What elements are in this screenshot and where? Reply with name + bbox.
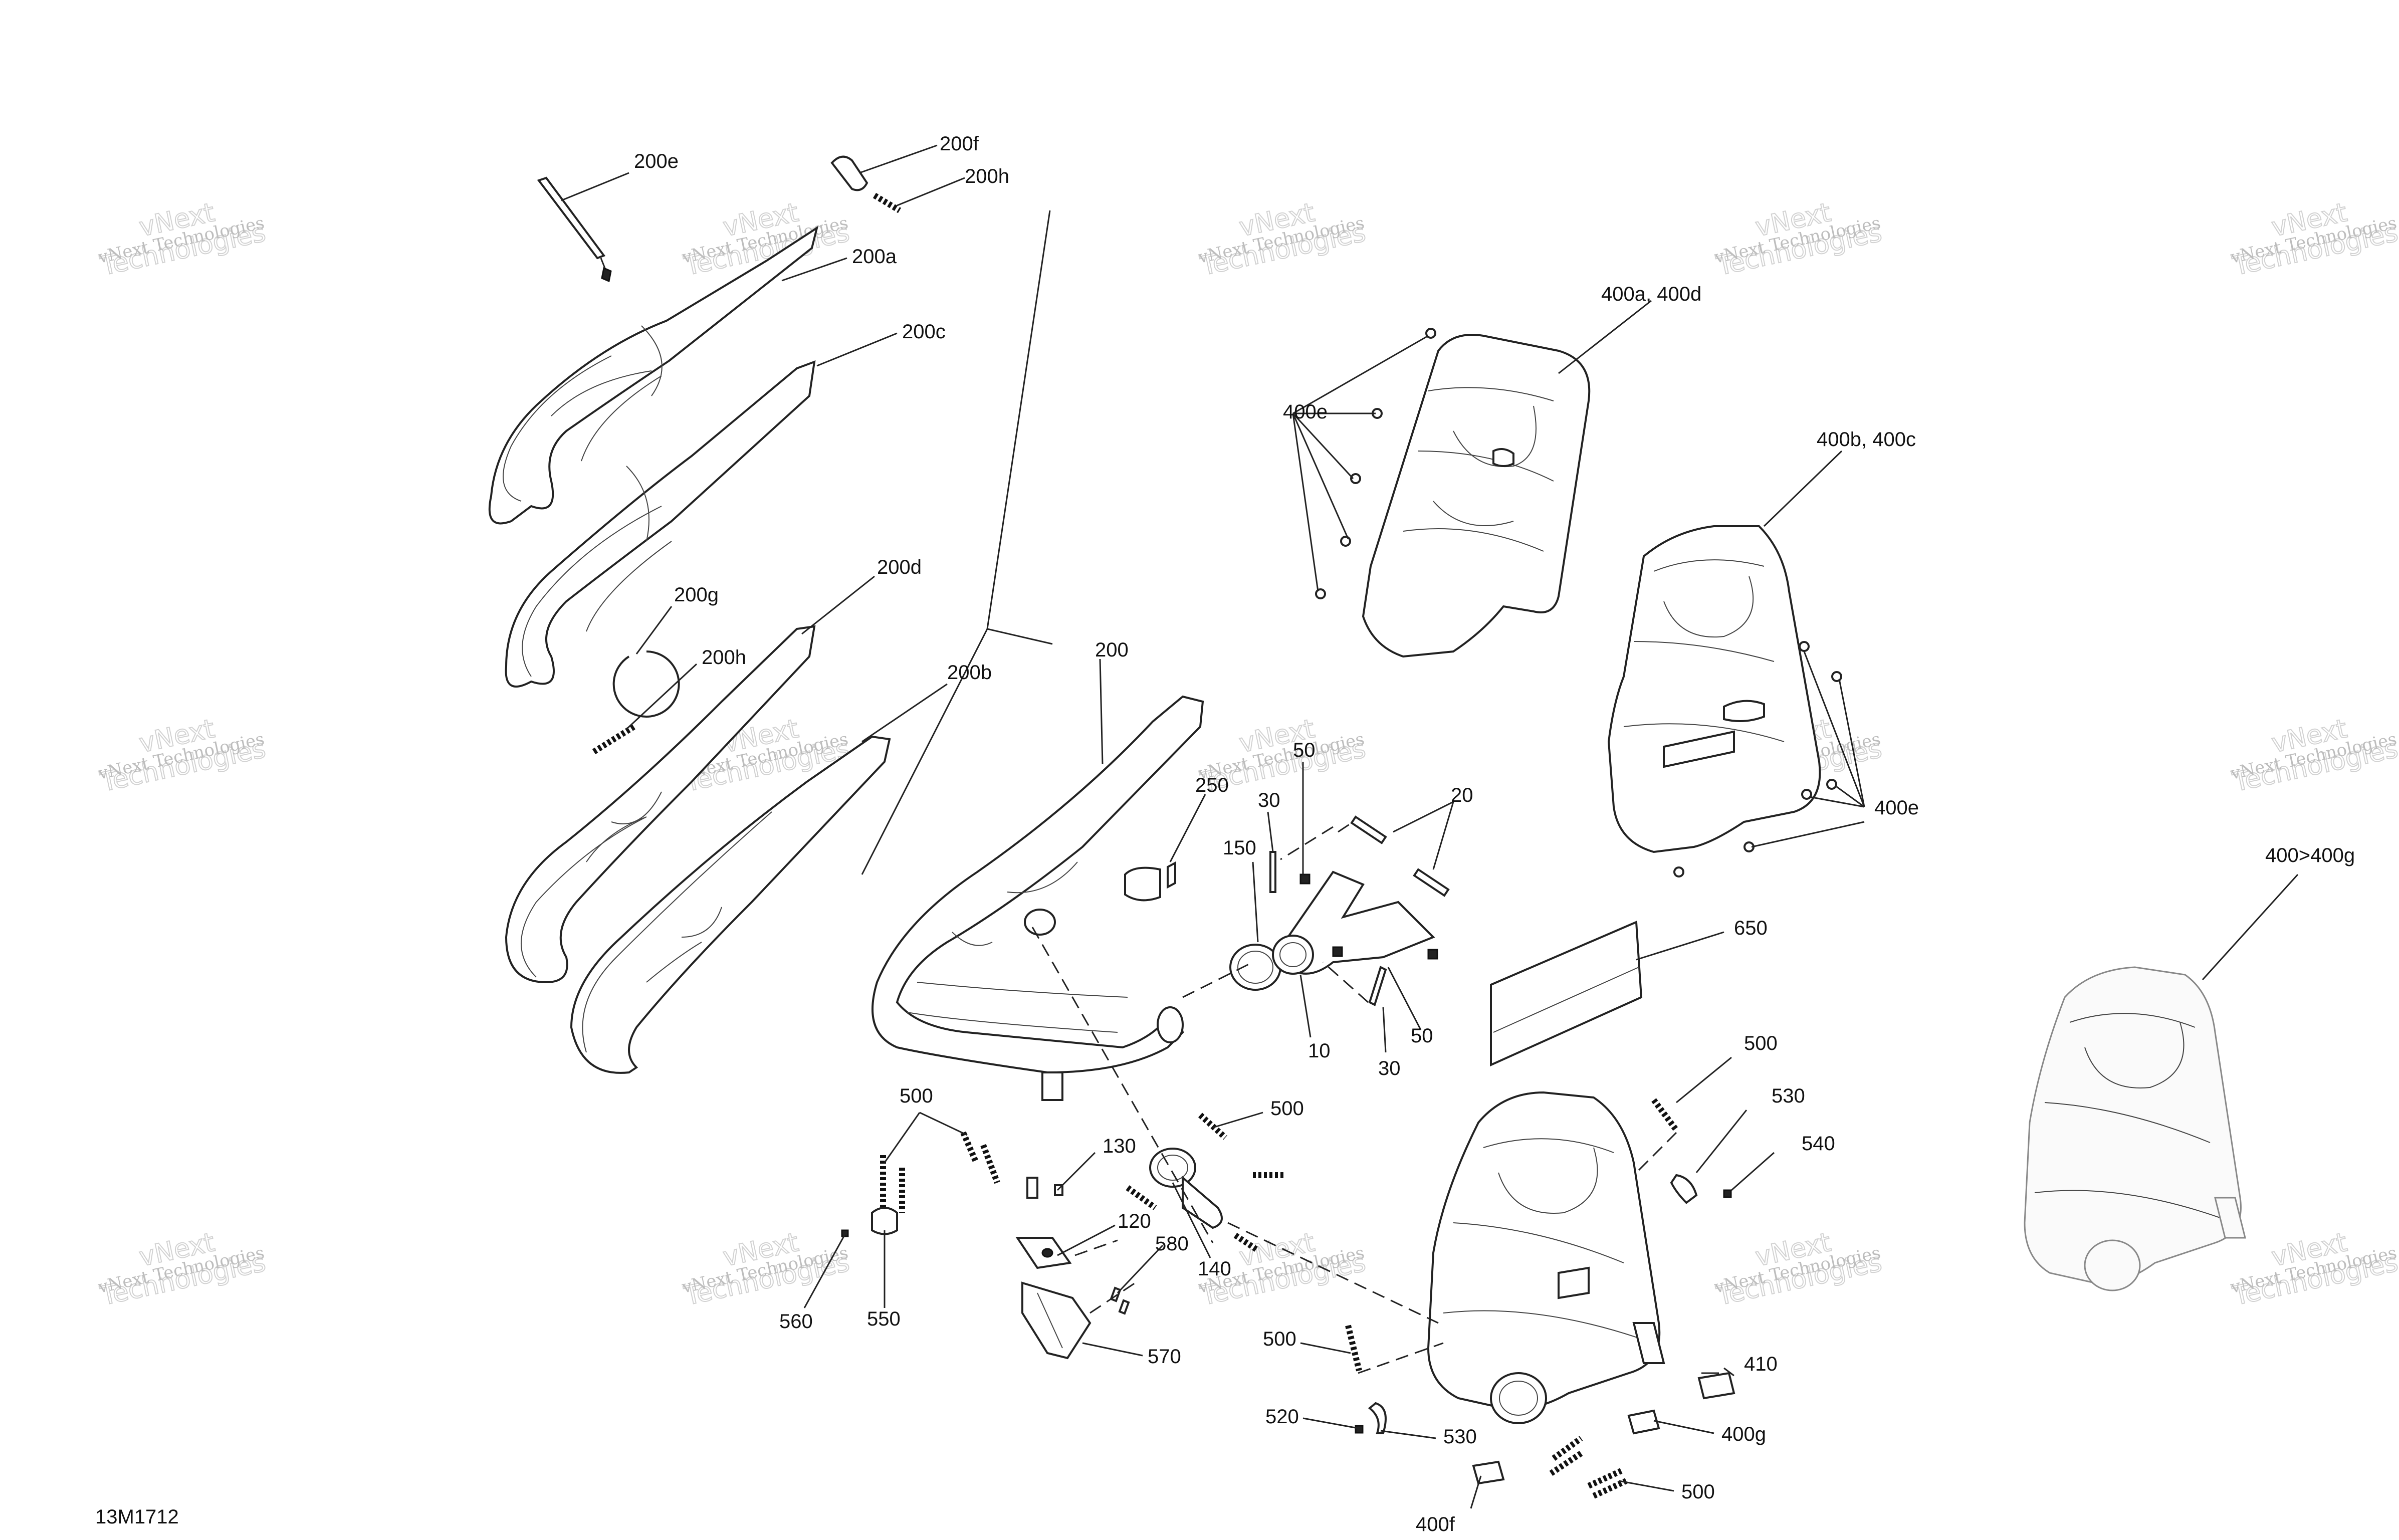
callout-540: 540 — [1802, 1133, 1835, 1155]
callout-30: 30 — [1378, 1057, 1401, 1079]
part-580-pin — [1110, 1286, 1130, 1315]
part-200a-chamber — [488, 226, 819, 525]
part-530-strap — [1368, 1174, 1698, 1434]
part-200h-spring-top — [873, 192, 902, 213]
part-520-screw — [1355, 1425, 1364, 1434]
part-400-silencer-ghost — [2024, 966, 2246, 1291]
part-200-main-pipe — [871, 695, 1204, 1101]
watermark: vNext Technologies vNext Technologies — [2228, 713, 2399, 798]
callout-530: 530 — [1772, 1085, 1805, 1107]
part-200f-sleeve — [830, 155, 868, 191]
watermark: vNext Technologies vNext Technologies — [96, 713, 269, 798]
callout-30: 30 — [1258, 789, 1280, 811]
callout-200c: 200c — [902, 321, 946, 343]
part-650-heat-shield — [1490, 921, 1643, 1067]
part-200e-rod — [537, 176, 612, 283]
part-200h-spring-mid — [592, 724, 636, 755]
callout-400b-400c: 400b, 400c — [1817, 428, 1916, 451]
part-570-support — [1021, 1281, 1092, 1360]
leader-lines — [561, 144, 2299, 1509]
callout-200g: 200g — [674, 584, 719, 606]
callout-410: 410 — [1744, 1353, 1778, 1375]
watermark: vNext Technologies vNext Technologies — [1712, 1227, 1885, 1312]
callout-520: 520 — [1265, 1406, 1299, 1428]
part-10-manifold — [1272, 870, 1435, 975]
callout-200f: 200f — [940, 133, 979, 155]
part-20-gasket — [1350, 815, 1450, 897]
callout-400f: 400f — [1416, 1513, 1455, 1535]
callout-labels: 200e 200f 200h 200a 200c 200g 200d 200h … — [634, 133, 2355, 1535]
part-200g-ring — [612, 650, 680, 718]
callout-650: 650 — [1734, 917, 1768, 939]
part-400g-bumper — [1627, 1409, 1660, 1435]
callout-500: 500 — [1263, 1328, 1296, 1350]
callout-130: 130 — [1103, 1135, 1136, 1157]
callout-250: 250 — [1195, 774, 1229, 796]
callout-500: 500 — [1744, 1032, 1778, 1054]
watermark: vNext Technologies vNext Technologies — [1712, 197, 1885, 282]
callout-200: 200 — [1095, 639, 1129, 661]
callout-560: 560 — [779, 1310, 813, 1333]
callout-200h: 200h — [702, 646, 746, 669]
callout-120: 120 — [1118, 1210, 1151, 1232]
callout-200b: 200b — [947, 662, 992, 684]
callout-500: 500 — [1681, 1481, 1715, 1503]
callout-50: 50 — [1293, 739, 1316, 761]
watermark: vNext Technologies vNext Technologies — [2228, 1227, 2399, 1312]
part-130-bolt — [1026, 1177, 1063, 1199]
watermark: vNext Technologies vNext Technologies — [96, 197, 269, 282]
part-200c-chamber — [505, 360, 816, 688]
part-250-clip — [1124, 861, 1176, 902]
part-400e-grommet — [1315, 328, 1842, 877]
callout-50: 50 — [1411, 1025, 1433, 1047]
callout-400g: 400g — [1721, 1423, 1766, 1445]
callout-500: 500 — [900, 1085, 933, 1107]
callout-570: 570 — [1148, 1346, 1181, 1368]
part-silencer-assembly — [1427, 1091, 1665, 1424]
watermark: vNext Technologies vNext Technologies — [96, 1227, 269, 1312]
part-50-nut — [1299, 873, 1438, 960]
watermark: vNext Technologies vNext Technologies — [680, 1227, 852, 1312]
parts-layer — [488, 155, 2246, 1499]
part-410-grommet — [1697, 1372, 1735, 1400]
part-500-spring — [880, 1098, 1679, 1499]
callout-150: 150 — [1223, 837, 1256, 859]
callout-580: 580 — [1155, 1233, 1189, 1255]
callout-400e: 400e — [1874, 797, 1919, 819]
callout-500: 500 — [1270, 1097, 1304, 1120]
part-200d-chamber — [505, 625, 816, 984]
drawing-number: 13M1712 — [95, 1506, 179, 1528]
part-120-bracket — [1015, 1237, 1072, 1269]
callout-200d: 200d — [877, 556, 922, 578]
part-400f-bumper — [1472, 1460, 1505, 1485]
callout-550: 550 — [867, 1308, 901, 1330]
callout-530: 530 — [1443, 1426, 1477, 1448]
watermark: vNext Technologies vNext Technologies — [2228, 197, 2399, 282]
callout-10: 10 — [1308, 1040, 1331, 1062]
callout-200a: 200a — [852, 246, 897, 268]
part-560-screw — [841, 1229, 849, 1237]
callout-400e: 400e — [1283, 401, 1328, 423]
callout-200h: 200h — [965, 165, 1009, 187]
callout-20: 20 — [1451, 784, 1473, 806]
callout-400a-400d: 400a, 400d — [1601, 283, 1701, 305]
part-540-nut — [1723, 1189, 1732, 1198]
callout-200e: 200e — [634, 150, 679, 172]
part-400a-silencer-cover — [1362, 334, 1591, 658]
part-140-coupling — [1149, 1148, 1223, 1229]
part-400b-silencer-body — [1607, 525, 1821, 853]
part-30-stud — [1269, 851, 1387, 1006]
part-200b-chamber — [570, 735, 891, 1074]
part-550-clamp — [871, 1207, 898, 1235]
callout-400-400g: 400>400g — [2265, 844, 2355, 866]
centerlines — [1031, 821, 1677, 1374]
callout-140: 140 — [1198, 1258, 1231, 1280]
watermark: vNext Technologies vNext Technologies — [1196, 197, 1369, 282]
